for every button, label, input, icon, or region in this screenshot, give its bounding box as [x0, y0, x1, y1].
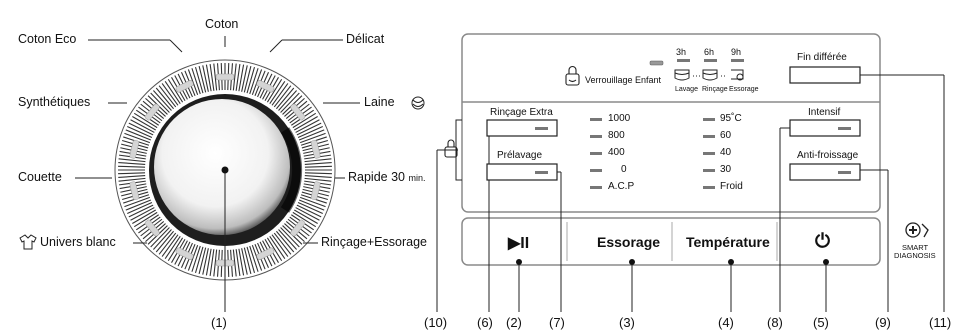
dial-position-marker	[310, 140, 321, 159]
temp-30: 30	[720, 164, 732, 175]
spin-800: 800	[608, 130, 625, 141]
dial-position-marker	[144, 103, 160, 121]
intensif-label[interactable]: Intensif	[808, 107, 841, 118]
smart-diagnosis-icon	[905, 222, 929, 238]
callout-10: (10)	[424, 315, 448, 330]
program-couette[interactable]: Couette	[18, 170, 62, 184]
callout-1: (1)	[211, 315, 227, 330]
spin-1000: 1000	[608, 113, 631, 124]
program-knob	[154, 99, 290, 235]
prelavage-button	[486, 163, 558, 181]
time-9h: 9h	[731, 47, 742, 57]
power-button[interactable]: ⏻	[815, 230, 831, 252]
program-laine[interactable]: Laine	[364, 95, 395, 109]
verrouillage-label: Verrouillage Enfant	[585, 75, 662, 85]
callout-7: (7)	[549, 315, 565, 330]
dial-position-marker	[290, 219, 306, 237]
cycle-phase-icons	[674, 69, 744, 81]
dial-position-marker	[310, 181, 321, 200]
dial-position-marker	[290, 103, 306, 121]
phase-lavage: Lavage	[675, 86, 698, 93]
dial-position-marker	[144, 219, 160, 237]
callout-11: (11)	[929, 315, 952, 330]
laine-icon	[411, 96, 425, 110]
temp-froid: Froid	[720, 181, 743, 192]
callout-8: (8)	[767, 315, 783, 330]
univers-blanc-icon	[19, 234, 37, 250]
program-rincage-essorage[interactable]: Rinçage+Essorage	[321, 235, 427, 249]
smart-label: SMART	[902, 243, 929, 252]
anti-froissage-button	[789, 163, 861, 181]
temp-60: 60	[720, 130, 732, 141]
program-univers-blanc[interactable]: Univers blanc	[40, 235, 116, 249]
dial-position-marker	[215, 73, 235, 81]
time-6h: 6h	[704, 47, 715, 57]
spin-acp: A.C.P	[608, 181, 635, 192]
prelavage-label[interactable]: Prélavage	[497, 150, 543, 161]
callout-3: (3)	[619, 315, 635, 330]
phase-rincage: Rinçage	[702, 86, 728, 93]
temperature-button[interactable]: Température	[686, 234, 770, 250]
dial-label-leaders	[75, 36, 360, 244]
spin-400: 400	[608, 147, 625, 158]
rincage-extra-button	[486, 119, 558, 137]
program-delicat[interactable]: Délicat	[346, 32, 385, 46]
child-lock-side-icon	[444, 139, 458, 158]
fin-differee-label[interactable]: Fin différée	[797, 52, 847, 63]
dial-position-marker	[129, 140, 140, 159]
child-lock-icon	[565, 65, 580, 86]
essorage-button[interactable]: Essorage	[597, 234, 661, 250]
callout-5: (5)	[813, 315, 829, 330]
fin-differee-button	[789, 66, 861, 84]
dial-position-marker	[256, 80, 275, 93]
start-pause-button[interactable]: ▶II	[508, 235, 530, 252]
temp-95: 95˚C	[720, 113, 742, 124]
phase-essorage: Essorage	[729, 86, 759, 93]
diagnosis-label: DIAGNOSIS	[894, 251, 936, 260]
anti-froissage-label[interactable]: Anti-froissage	[797, 150, 859, 161]
program-coton[interactable]: Coton	[205, 17, 239, 31]
program-rapide[interactable]: Rapide 30 min.	[348, 170, 426, 184]
dial-position-marker	[129, 181, 140, 200]
callout-2: (2)	[506, 315, 522, 330]
rincage-extra-label[interactable]: Rinçage Extra	[490, 107, 553, 118]
spin-0: 0	[621, 164, 627, 175]
time-3h: 3h	[676, 47, 687, 57]
program-synthetiques[interactable]: Synthétiques	[18, 95, 91, 109]
dial-position-marker	[256, 247, 275, 260]
callout-4: (4)	[718, 315, 734, 330]
intensif-button	[789, 119, 861, 137]
callout-9: (9)	[875, 315, 891, 330]
dial-position-marker	[175, 247, 194, 260]
dial-position-marker	[175, 80, 194, 93]
temp-40: 40	[720, 147, 732, 158]
callout-6: (6)	[477, 315, 493, 330]
program-coton-eco[interactable]: Coton Eco	[18, 32, 77, 46]
